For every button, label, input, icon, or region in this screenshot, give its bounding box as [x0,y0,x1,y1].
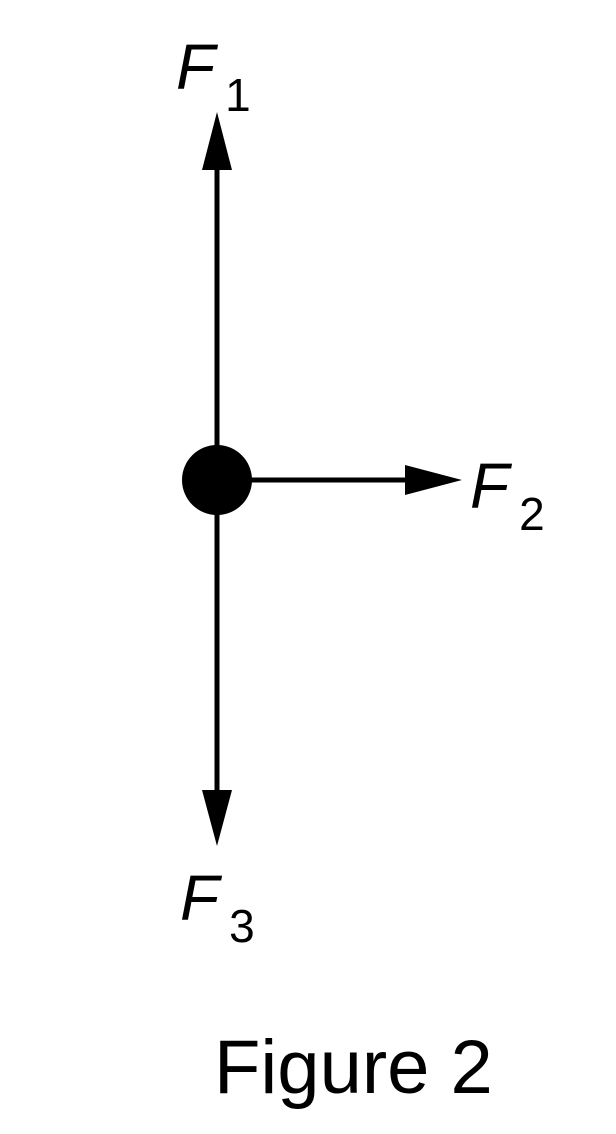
force-label-f3-subscript: 3 [229,900,255,952]
point-mass [182,445,252,515]
force-label-f1-subscript: 1 [225,69,251,121]
force-arrow-f1-head [202,112,232,170]
force-arrow-f3-head [202,790,232,846]
force-label-f2-subscript: 2 [519,488,545,540]
force-arrow-f1 [202,112,232,448]
figure-caption: Figure 2 [214,1025,493,1110]
force-label-f3-letter: F [180,862,223,934]
force-label-f1-letter: F [176,31,219,103]
force-label-f2-letter: F [470,450,513,522]
force-arrow-f2 [250,465,462,495]
force-arrow-f3 [202,512,232,846]
force-arrow-f2-head [405,465,462,495]
